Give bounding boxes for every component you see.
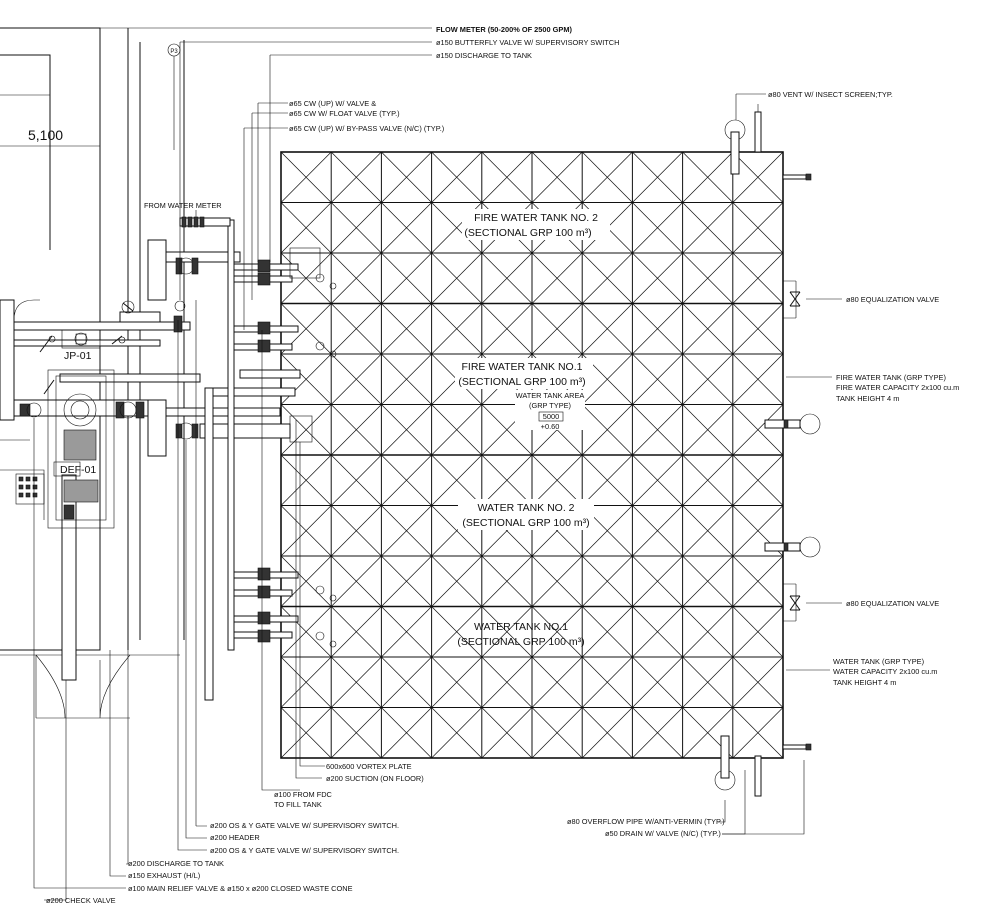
tank-labels: FIRE WATER TANK NO. 2 (SECTIONAL GRP 100… — [455, 209, 610, 648]
pump-room: 5,100 JP-01 DEF-01 — [0, 27, 337, 719]
tank-area-line1: WATER TANK AREA — [516, 391, 585, 400]
note-osy-valve-2: ø200 OS & Y GATE VALVE W/ SUPERVISORY SW… — [210, 846, 399, 855]
fire-tank-info-1: FIRE WATER TANK (GRP TYPE) — [836, 373, 946, 382]
note-overflow: ø80 OVERFLOW PIPE W/ANTI-VERMIN (TYP.) — [567, 817, 725, 826]
note-fill-tank: TO FILL TANK — [274, 800, 322, 809]
note-discharge-200: ø200 DISCHARGE TO TANK — [128, 859, 224, 868]
note-butterfly-valve: ø150 BUTTERFLY VALVE W/ SUPERVISORY SWIT… — [436, 38, 619, 47]
pump-label: JP-01 — [64, 350, 92, 362]
fire-tank-info-3: TANK HEIGHT 4 m — [836, 394, 899, 403]
note-flow-meter: FLOW METER (50-200% OF 2500 GPM) — [436, 25, 572, 34]
pressure-tag: P3 — [170, 49, 178, 55]
tank-spec-fire-1: (SECTIONAL GRP 100 m³) — [458, 376, 585, 388]
tank-label-fire-1: FIRE WATER TANK NO.1 — [462, 361, 583, 373]
water-tank-info-3: TANK HEIGHT 4 m — [833, 678, 896, 687]
note-equalization-lower: ø80 EQUALIZATION VALVE — [846, 599, 939, 608]
note-discharge-to-tank: ø150 DISCHARGE TO TANK — [436, 51, 532, 60]
note-equalization-upper: ø80 EQUALIZATION VALVE — [846, 295, 939, 304]
fire-tank-info-2: FIRE WATER CAPACITY 2x100 cu.m — [836, 383, 959, 392]
tank-label-water-1: WATER TANK NO.1 — [474, 621, 568, 633]
tank-spec-fire-2: (SECTIONAL GRP 100 m³) — [464, 227, 591, 239]
note-header: ø200 HEADER — [210, 833, 260, 842]
tank-label-water-2: WATER TANK NO. 2 — [477, 502, 574, 514]
note-cw-bypass: ø65 CW (UP) W/ BY-PASS VALVE (N/C) (TYP.… — [289, 124, 444, 133]
tank-area-value: 5000 — [543, 412, 559, 421]
from-water-meter-label: FROM WATER METER — [144, 201, 222, 210]
tank-label-fire-2: FIRE WATER TANK NO. 2 — [474, 212, 598, 224]
note-relief-valve: ø100 MAIN RELIEF VALVE & ø150 x ø200 CLO… — [128, 884, 353, 893]
note-vortex-plate: 600x600 VORTEX PLATE — [326, 762, 412, 771]
note-check-valve: ø200 CHECK VALVE — [46, 896, 116, 905]
note-cw-float: ø65 CW W/ FLOAT VALVE (TYP.) — [289, 109, 400, 118]
tank-spec-water-1: (SECTIONAL GRP 100 m³) — [457, 636, 584, 648]
note-from-fdc: ø100 FROM FDC — [274, 790, 333, 799]
sectional-tank-grid — [280, 151, 784, 759]
tank-area-level: +0.60 — [541, 422, 560, 431]
note-cw-valve: ø65 CW (UP) W/ VALVE & — [289, 99, 376, 108]
annotations: FLOW METER (50-200% OF 2500 GPM) ø150 BU… — [46, 25, 959, 905]
water-tank-info-2: WATER CAPACITY 2x100 cu.m — [833, 667, 937, 676]
note-suction: ø200 SUCTION (ON FLOOR) — [326, 774, 424, 783]
note-exhaust: ø150 EXHAUST (H/L) — [128, 871, 200, 880]
note-drain: ø50 DRAIN W/ VALVE (N/C) (TYP.) — [605, 829, 721, 838]
tank-area-line2: (GRP TYPE) — [529, 401, 571, 410]
dimension-label: 5,100 — [28, 127, 63, 143]
tank-right-fittings — [714, 104, 821, 797]
note-osy-valve-1: ø200 OS & Y GATE VALVE W/ SUPERVISORY SW… — [210, 821, 399, 830]
water-tank-info-1: WATER TANK (GRP TYPE) — [833, 657, 924, 666]
note-vent: ø80 VENT W/ INSECT SCREEN;TYP. — [768, 90, 893, 99]
leader-lines — [0, 27, 842, 901]
tank-spec-water-2: (SECTIONAL GRP 100 m³) — [462, 517, 589, 529]
deflector-label: DEF-01 — [60, 464, 96, 476]
tank-inlet-branches — [233, 247, 337, 648]
